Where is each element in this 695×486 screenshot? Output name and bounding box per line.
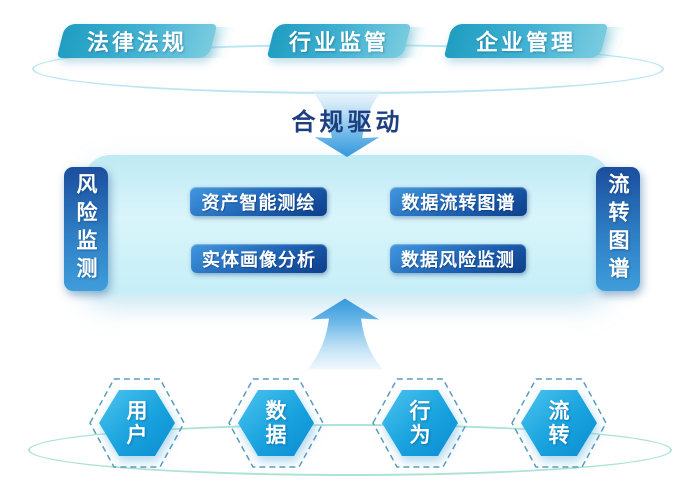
hexagon-label: 行为 (409, 398, 431, 447)
banner-label: 企业管理 (475, 30, 576, 55)
hexagon-shape (511, 378, 607, 468)
banner-label: 法律法规 (86, 30, 187, 55)
banner-enterprise: 企业管理 (443, 24, 626, 59)
driver-title: 合规驱动 (291, 110, 404, 136)
hexagon-user: 用户 (87, 373, 187, 473)
hexagon-label: 数据 (265, 398, 287, 447)
module-data-risk-monitor: 数据风险监测 (390, 244, 526, 273)
platform-panel (84, 155, 610, 294)
module-entity-profile: 实体画像分析 (191, 244, 327, 273)
tab-risk-monitoring: 风险监测 (64, 167, 108, 291)
hexagon-label: 用户 (126, 398, 148, 447)
banner-laws: 法律法规 (56, 24, 235, 59)
hexagon-shape (372, 378, 468, 468)
module-data-flow-graph: 数据流转图谱 (390, 187, 527, 216)
banner-label: 行业监管 (288, 30, 389, 55)
tab-label: 流转图谱 (606, 173, 630, 285)
module-asset-mapping: 资产智能测绘 (190, 187, 327, 216)
hexagon-behavior: 行为 (370, 373, 470, 473)
hexagon-shape (228, 378, 324, 468)
hexagon-label: 流转 (548, 398, 570, 447)
hexagon-data: 数据 (226, 373, 326, 473)
banner-industry: 行业监管 (266, 24, 429, 59)
bottom-orbit-ellipse (28, 424, 672, 476)
hexagon-flow: 流转 (509, 373, 609, 473)
hexagon-shape (89, 378, 185, 468)
tab-flow-graph: 流转图谱 (596, 167, 640, 291)
up-arrow-icon (303, 297, 387, 372)
down-arrow-icon (300, 88, 394, 158)
tab-label: 风险监测 (74, 173, 98, 285)
